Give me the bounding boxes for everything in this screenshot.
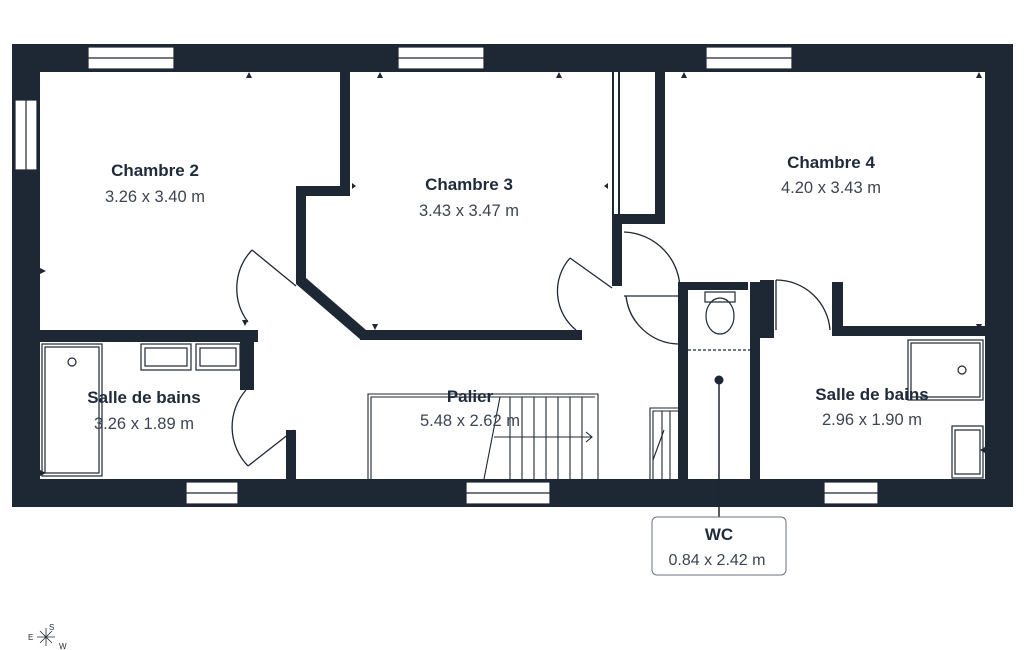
- wall: [296, 278, 366, 340]
- room-labels: Chambre 2 3.26 x 3.40 m Chambre 3 3.43 x…: [87, 153, 928, 569]
- wc-pointer: [714, 375, 724, 518]
- doors: [231, 231, 831, 467]
- wall: [760, 326, 774, 338]
- wall: [678, 282, 748, 290]
- shower: [907, 339, 984, 401]
- sink: [951, 425, 984, 479]
- room-dims-chambre-4: 4.20 x 3.43 m: [781, 179, 881, 197]
- drain: [957, 365, 967, 375]
- wall-ticks: [40, 72, 985, 476]
- room-name-wc: WC: [705, 525, 733, 544]
- wall-right: [985, 44, 1013, 507]
- door-swing: [625, 295, 679, 345]
- door-leaf: [251, 249, 297, 287]
- door-leaf: [569, 257, 613, 289]
- room-dims-chambre-2: 3.26 x 3.40 m: [105, 188, 205, 206]
- room-name-salle-de-bains-left: Salle de bains: [87, 388, 200, 407]
- windows: [14, 46, 879, 505]
- wc-label-box: [651, 516, 787, 576]
- door-leaf: [247, 429, 295, 467]
- room-dims-salle-de-bains-left: 3.26 x 1.89 m: [94, 415, 194, 433]
- room-name-chambre-4: Chambre 4: [787, 153, 875, 172]
- fixtures: [41, 291, 984, 479]
- compass-rose-icon: [37, 628, 55, 646]
- wall: [612, 72, 614, 214]
- wall: [340, 72, 350, 190]
- room-dims-palier: 5.48 x 2.62 m: [420, 412, 520, 430]
- sink: [195, 343, 241, 371]
- door-swing: [236, 249, 253, 323]
- wall: [296, 186, 306, 282]
- room-name-palier: Palier: [447, 387, 494, 406]
- wall: [286, 430, 296, 479]
- room-name-salle-de-bains-right: Salle de bains: [815, 385, 928, 404]
- toilet-tank: [704, 291, 736, 303]
- compass-label-s: S: [49, 623, 54, 632]
- door-swing: [775, 279, 831, 331]
- wall: [678, 282, 688, 479]
- room-name-chambre-2: Chambre 2: [111, 161, 199, 180]
- wall: [296, 186, 350, 196]
- wall: [832, 282, 843, 334]
- staircase: [367, 393, 678, 480]
- room-name-chambre-3: Chambre 3: [425, 175, 513, 194]
- wall: [760, 280, 774, 334]
- wall: [618, 72, 620, 214]
- door-swing: [623, 231, 681, 293]
- toilet-bowl: [705, 297, 735, 335]
- door-swing: [556, 257, 577, 331]
- drain: [67, 357, 77, 367]
- interior-walls: [40, 72, 985, 479]
- wall: [750, 282, 760, 479]
- room-dims-wc: 0.84 x 2.42 m: [669, 552, 766, 569]
- wall: [40, 330, 258, 342]
- wall: [612, 214, 622, 286]
- room-dims-salle-de-bains-right: 2.96 x 1.90 m: [822, 411, 922, 429]
- bathtub: [41, 343, 103, 477]
- compass-label-e: E: [28, 633, 33, 642]
- wall: [360, 330, 582, 340]
- wall: [240, 330, 254, 390]
- door-swing: [231, 389, 249, 467]
- compass-label-w: W: [59, 642, 67, 650]
- wall: [832, 326, 985, 336]
- wall: [655, 72, 665, 224]
- wc-pin: [714, 375, 724, 385]
- sink: [140, 343, 192, 371]
- wall-top: [12, 44, 1013, 72]
- wall: [612, 214, 665, 224]
- room-dims-chambre-3: 3.43 x 3.47 m: [419, 202, 519, 220]
